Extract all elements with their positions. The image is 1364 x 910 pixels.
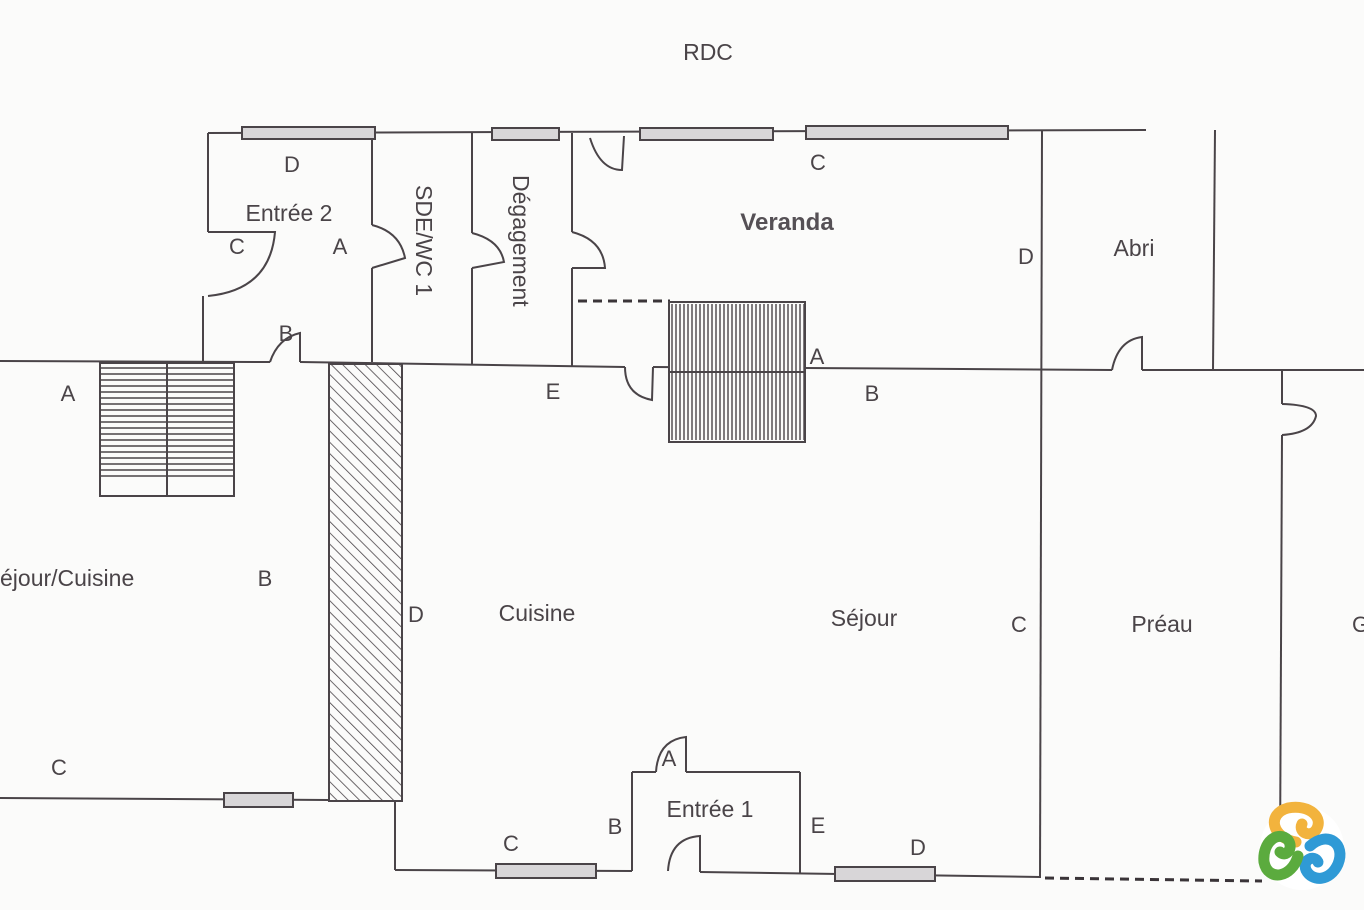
door-swing — [571, 231, 607, 269]
walls — [0, 129, 1364, 879]
wall-mark: D — [910, 835, 926, 860]
door-swing — [589, 135, 625, 172]
window — [805, 125, 1009, 140]
wall-mark: C — [229, 234, 245, 259]
wall-mark: A — [662, 746, 677, 771]
door-swing — [471, 232, 506, 269]
room-label-degagement: Dégagement — [508, 175, 534, 307]
door-swing — [1111, 335, 1143, 371]
wall-mark: E — [811, 813, 826, 838]
wall-mark: C — [1011, 612, 1027, 637]
triskelion-logo — [1258, 801, 1346, 890]
level-title: RDC — [683, 39, 733, 65]
staircase-veranda — [668, 301, 806, 443]
door-swing — [371, 224, 407, 269]
room-labels: RDC Entrée 2 SDE/WC 1 Dégagement Veranda… — [0, 39, 1193, 822]
wall-mark: B — [608, 814, 623, 839]
window — [241, 126, 376, 140]
room-label-entree-1: Entrée 1 — [667, 796, 754, 822]
door-swing — [207, 231, 277, 297]
staircase-left — [99, 362, 235, 497]
door-swing — [1281, 403, 1318, 436]
wall-mark: D — [1018, 244, 1034, 269]
windows — [223, 125, 1009, 882]
room-label-entree-2: Entrée 2 — [246, 200, 333, 226]
wall-mark: C — [503, 831, 519, 856]
door-swing — [667, 834, 701, 872]
window — [491, 127, 560, 141]
room-label-sejour: Séjour — [831, 605, 898, 631]
room-label-cuisine: Cuisine — [499, 600, 576, 626]
dashed-line — [1044, 876, 1263, 883]
wall-mark: C — [51, 755, 67, 780]
window — [495, 863, 597, 879]
wall-mark: E — [546, 379, 561, 404]
wall-mark: A — [810, 344, 825, 369]
wall-mark: D — [408, 602, 424, 627]
wall-mark: D — [284, 152, 300, 177]
room-label-veranda: Veranda — [740, 209, 834, 236]
doors — [207, 135, 1318, 872]
load-bearing-wall-hatched — [328, 363, 403, 802]
wall-mark: A — [61, 381, 76, 406]
window — [639, 127, 774, 141]
room-label-abri: Abri — [1114, 235, 1155, 261]
window — [834, 866, 936, 882]
room-label-sde-wc-1: SDE/WC 1 — [411, 185, 437, 296]
wall-mark: B — [258, 566, 273, 591]
door-swing — [624, 366, 654, 402]
room-label-sejour-cuisine: éjour/Cuisine — [0, 565, 134, 591]
window — [223, 792, 294, 808]
door-swing — [655, 735, 687, 773]
wall-mark: C — [810, 150, 826, 175]
wall-marks: D C A B C D A B E A B C D C A B E C D G — [51, 150, 1364, 860]
wall-mark: B — [279, 321, 294, 346]
wall-mark: A — [333, 234, 348, 259]
room-label-preau: Préau — [1131, 611, 1192, 637]
wall-mark: G — [1352, 612, 1364, 637]
wall-mark: B — [865, 381, 880, 406]
door-swing — [269, 331, 301, 363]
